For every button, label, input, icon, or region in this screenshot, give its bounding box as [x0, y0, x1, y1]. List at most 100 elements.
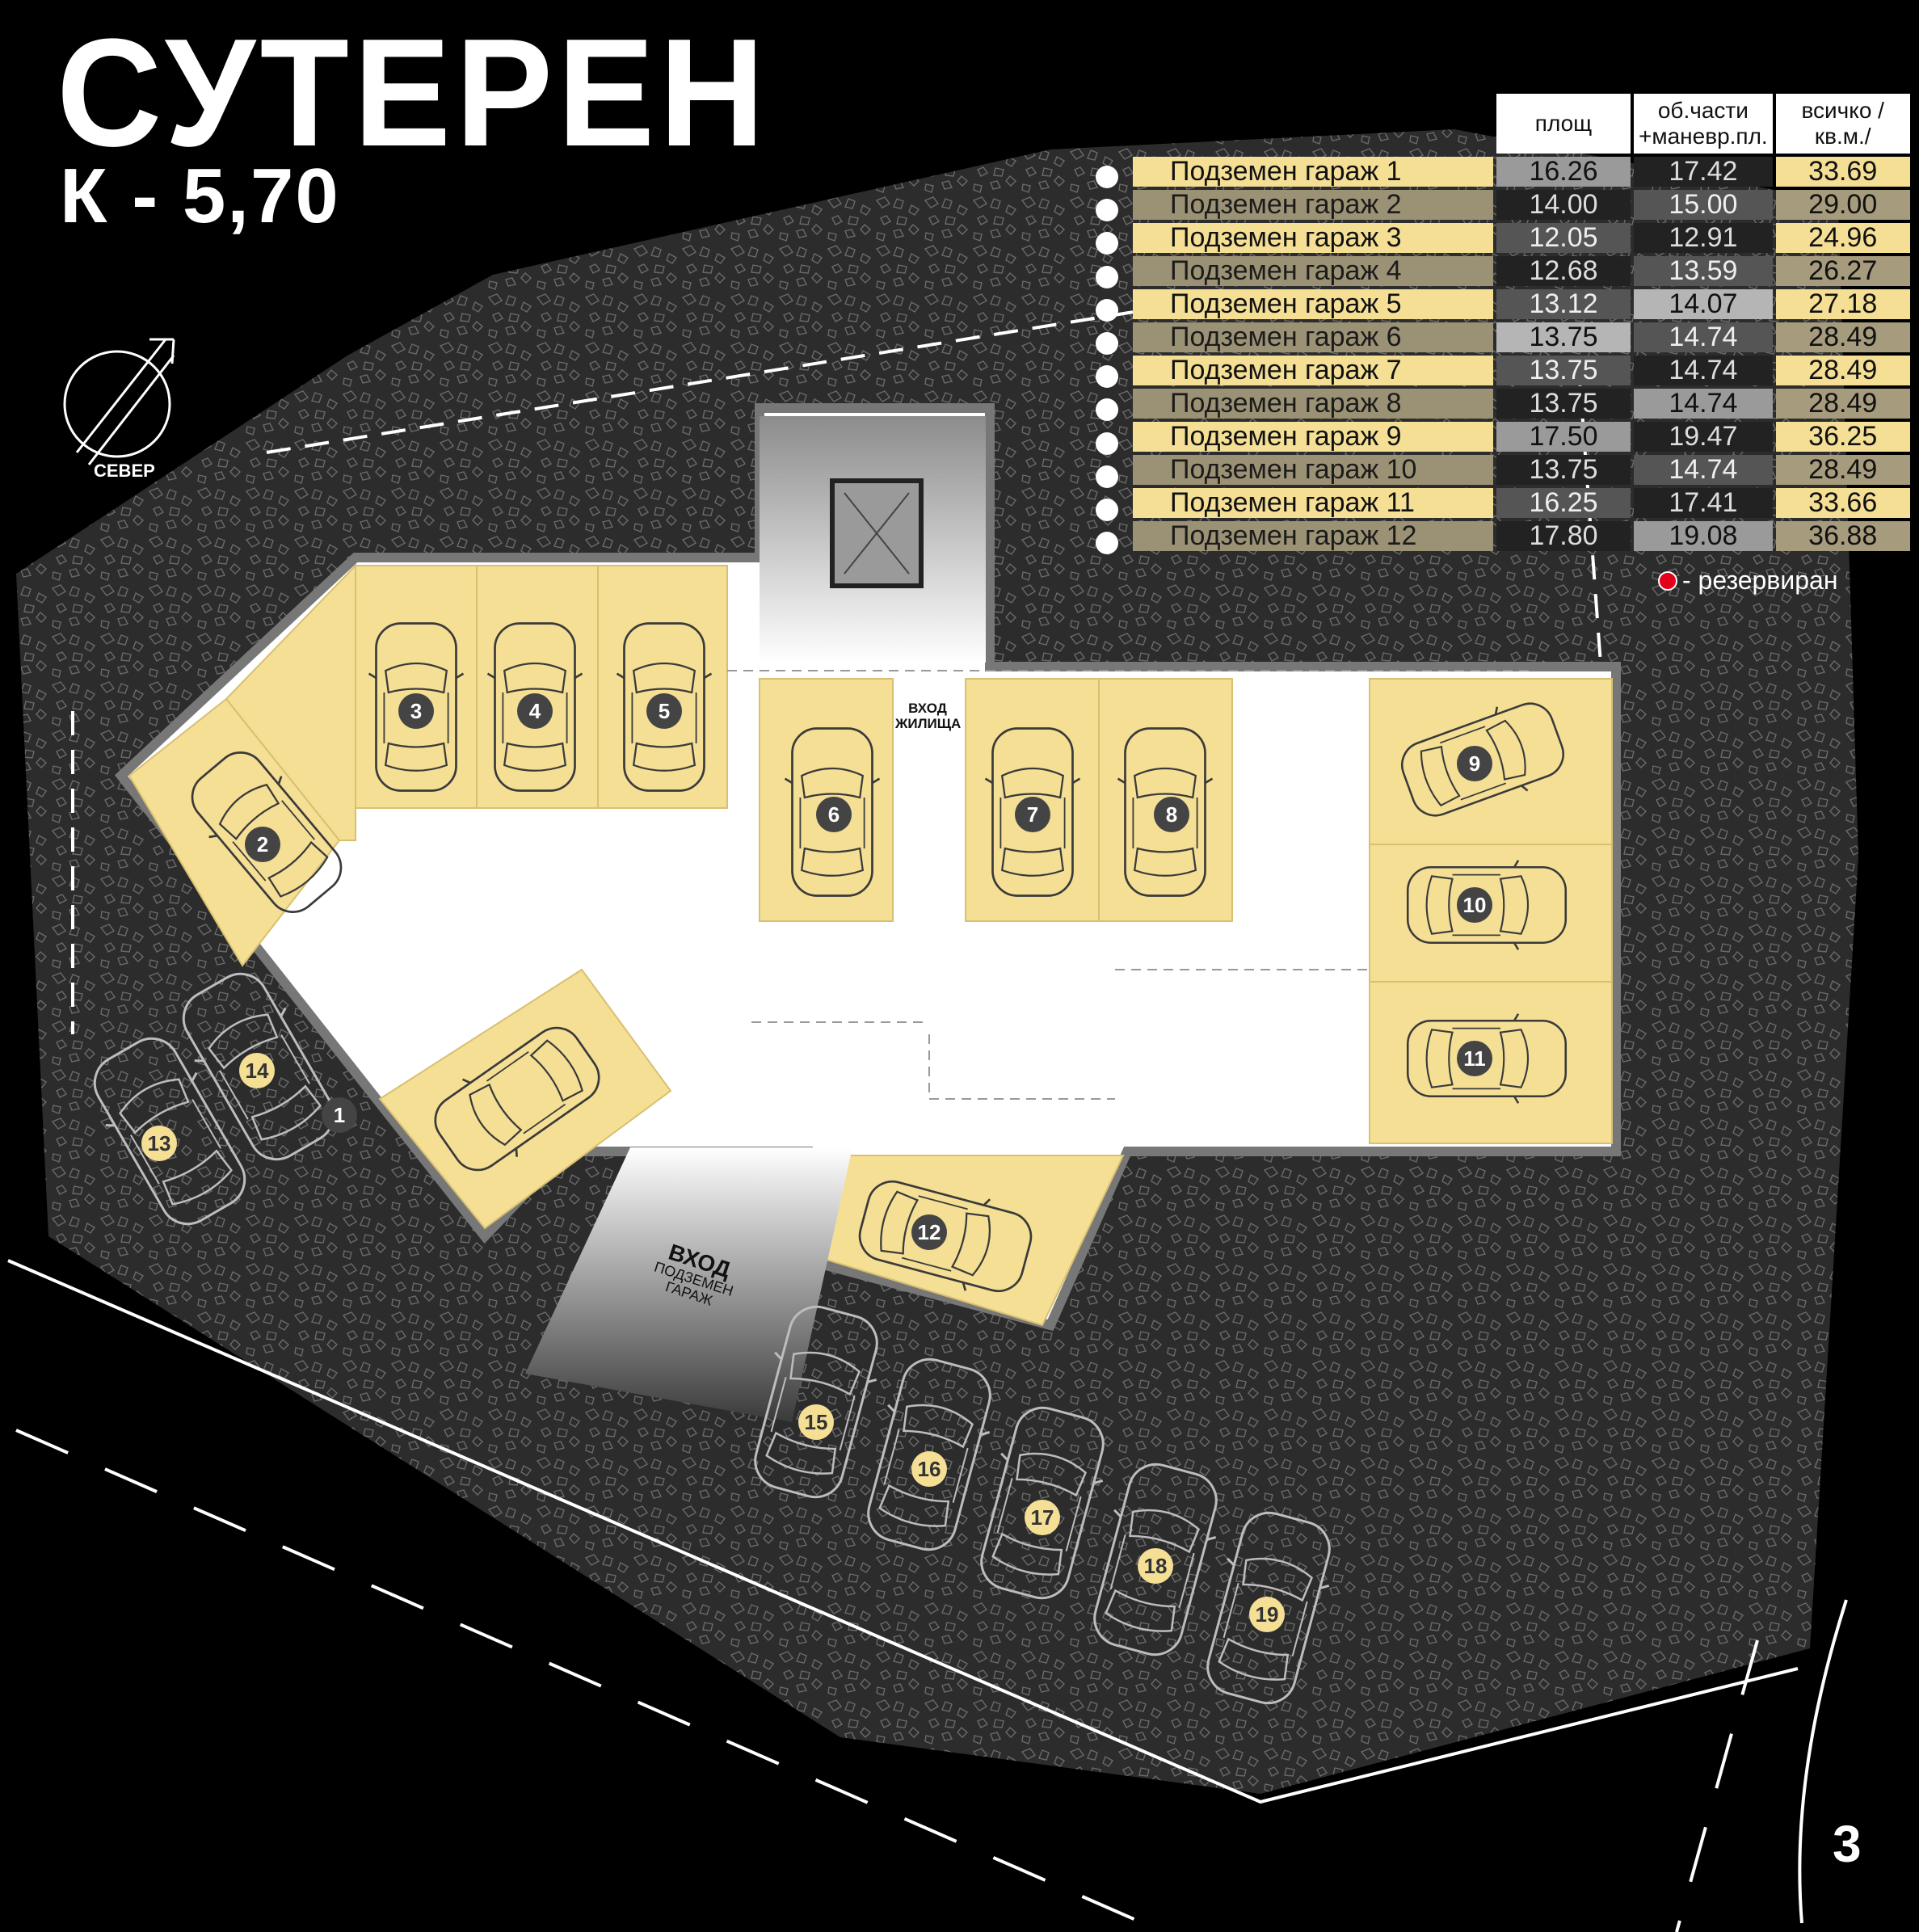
- lane-marking: [15, 1429, 1164, 1932]
- spot-marker-inside: 11: [1457, 1041, 1492, 1076]
- spot-marker-outside: 16: [911, 1451, 947, 1487]
- spot-marker-outside: 19: [1249, 1597, 1285, 1632]
- garage-total: 36.88: [1775, 521, 1910, 551]
- garage-common: 14.74: [1634, 322, 1773, 352]
- spot-marker-inside: 2: [245, 827, 280, 862]
- spot-marker-outside: 13: [141, 1126, 177, 1161]
- garage-area: 13.75: [1496, 455, 1631, 485]
- spot-marker-circle: [245, 827, 280, 862]
- garage-total: 26.27: [1775, 256, 1910, 286]
- garage-total: 28.49: [1775, 455, 1910, 485]
- spot-marker-circle: [1457, 746, 1492, 781]
- row-bullet-icon: [1096, 166, 1118, 188]
- row-bullet-icon: [1096, 298, 1118, 322]
- row-bullet-icon: [1096, 199, 1118, 222]
- garage-name: Подземен гараж 10: [1133, 455, 1493, 485]
- garage-area: 13.75: [1496, 356, 1631, 385]
- garage-name: Подземен гараж 5: [1133, 289, 1493, 319]
- spot-marker-inside: 4: [517, 693, 553, 729]
- row-bullet-icon: [1096, 499, 1118, 521]
- garage-name: Подземен гараж 7: [1133, 356, 1493, 385]
- spot-marker-circle: [1138, 1548, 1173, 1584]
- garage-total: 28.49: [1775, 322, 1910, 352]
- row-bullet-icon: [1096, 431, 1118, 455]
- row-bullet-icon: [1096, 365, 1118, 389]
- north-arrow-icon: [63, 338, 175, 465]
- spot-number: 6: [828, 802, 840, 827]
- row-bullet-icon: [1096, 532, 1118, 555]
- reserved-dot-icon: [1658, 570, 1677, 591]
- garage-common: 13.59: [1634, 256, 1773, 286]
- spot-marker-circle: [1249, 1597, 1285, 1632]
- residential-entrance-label: ВХОД ЖИЛИЩА: [895, 701, 962, 731]
- spot-number: 18: [1144, 1554, 1168, 1578]
- spot-number: 16: [918, 1457, 941, 1481]
- garage-area: 16.25: [1496, 488, 1631, 518]
- garage-common: 19.47: [1634, 422, 1773, 452]
- maneuver-lines: [727, 670, 1535, 1100]
- spot-10: [1369, 844, 1613, 983]
- spot-marker-outside: 14: [239, 1053, 275, 1088]
- spot-marker-inside: 9: [1457, 746, 1492, 781]
- spot-marker-inside: 3: [398, 693, 434, 729]
- garage-total: 33.66: [1775, 488, 1910, 518]
- spot-marker-outside: 17: [1025, 1500, 1060, 1535]
- street-curb: [7, 1259, 1799, 1804]
- spot-marker-circle: [322, 1097, 357, 1133]
- garage-name: Подземен гараж 4: [1133, 256, 1493, 286]
- spot-marker-inside: 5: [646, 693, 682, 729]
- spot-number: 1: [334, 1103, 345, 1127]
- spot-marker-circle: [1015, 797, 1050, 832]
- spot-number: 8: [1166, 802, 1177, 827]
- garage-name: Подземен гараж 6: [1133, 322, 1493, 352]
- garage-area: 17.80: [1496, 521, 1631, 551]
- spot-number: 19: [1256, 1602, 1279, 1627]
- spot-marker-circle: [398, 693, 434, 729]
- legend: - резервиран: [1658, 566, 1837, 596]
- garage-common: 14.74: [1634, 455, 1773, 485]
- spot-marker-inside: 8: [1154, 797, 1189, 832]
- garage-area: 17.50: [1496, 422, 1631, 452]
- header-total: всичко /кв.м./: [1775, 94, 1910, 154]
- row-bullet-icon: [1096, 265, 1118, 288]
- garage-area: 12.05: [1496, 223, 1631, 253]
- spot-marker-inside: 6: [816, 797, 852, 832]
- spot-marker-circle: [239, 1053, 275, 1088]
- garage-total: 27.18: [1775, 289, 1910, 319]
- spot-number: 10: [1463, 893, 1487, 917]
- spot-number: 13: [148, 1131, 171, 1155]
- spot-number: 14: [246, 1059, 269, 1083]
- garage-common: 19.08: [1634, 521, 1773, 551]
- spot-marker-circle: [141, 1126, 177, 1161]
- spot-3: [355, 565, 478, 809]
- garage-common: 14.74: [1634, 356, 1773, 385]
- header-area: площ: [1496, 94, 1631, 154]
- garage-area: 13.75: [1496, 389, 1631, 419]
- spot-marker-inside: 7: [1015, 797, 1050, 832]
- garage-common: 15.00: [1634, 190, 1773, 220]
- garage-name: Подземен гараж 1: [1133, 157, 1493, 187]
- spot-marker-inside: 1: [322, 1097, 357, 1133]
- garage-common: 14.07: [1634, 289, 1773, 319]
- legend-text: - резервиран: [1682, 566, 1838, 595]
- spot-marker-inside: 12: [911, 1214, 947, 1250]
- garage-area: 16.26: [1496, 157, 1631, 187]
- garage-total: 28.49: [1775, 389, 1910, 419]
- spot-1: [378, 968, 672, 1230]
- spot-number: 2: [257, 832, 268, 857]
- row-bullet-icon: [1096, 398, 1118, 422]
- spot-number: 17: [1031, 1505, 1054, 1530]
- garage-common: 12.91: [1634, 223, 1773, 253]
- garage-area: 13.12: [1496, 289, 1631, 319]
- garage-total: 33.69: [1775, 157, 1910, 187]
- garage-common: 17.41: [1634, 488, 1773, 518]
